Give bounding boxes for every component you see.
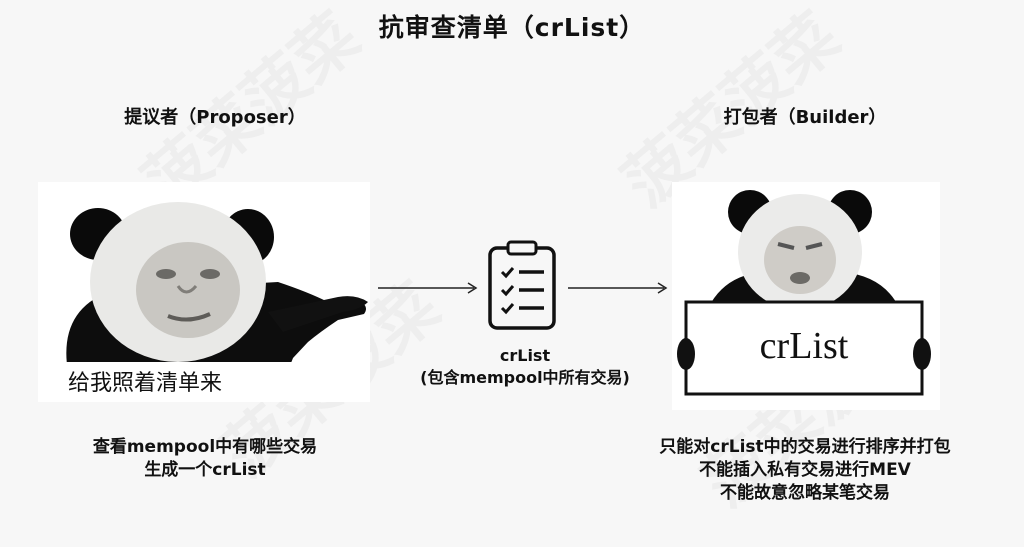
builder-meme-image: crList — [672, 182, 940, 410]
clipboard-checklist-icon — [488, 240, 556, 330]
proposer-description: 查看mempool中有哪些交易 生成一个crList — [30, 436, 380, 482]
crlist-label-name: crList — [499, 346, 551, 365]
desc-line: 只能对crList中的交易进行排序并打包 — [659, 437, 951, 457]
proposer-meme-image: 给我照着清单来 — [38, 182, 370, 402]
meme-caption: 给我照着清单来 — [68, 371, 223, 396]
crlist-label: crList (包含mempool中所有交易) — [380, 345, 670, 389]
pointing-panda-illustration — [38, 202, 370, 402]
arrow-right-icon — [568, 282, 668, 294]
desc-line: 查看mempool中有哪些交易 — [92, 437, 318, 457]
desc-line: 生成一个crList — [144, 460, 266, 480]
crlist-label-note: (包含mempool中所有交易) — [420, 368, 630, 387]
proposer-role-label: 提议者（Proposer） — [124, 107, 306, 128]
sign-holding-panda-illustration — [677, 190, 931, 396]
desc-line: 不能插入私有交易进行MEV — [699, 460, 911, 480]
page-title: 抗审查清单（crList） — [378, 13, 646, 42]
builder-description: 只能对crList中的交易进行排序并打包 不能插入私有交易进行MEV 不能故意忽… — [610, 436, 1000, 505]
builder-role-label: 打包者（Builder） — [723, 107, 887, 128]
sign-text: crList — [759, 325, 849, 367]
desc-line: 不能故意忽略某笔交易 — [720, 483, 890, 503]
arrow-right-icon — [378, 282, 478, 294]
